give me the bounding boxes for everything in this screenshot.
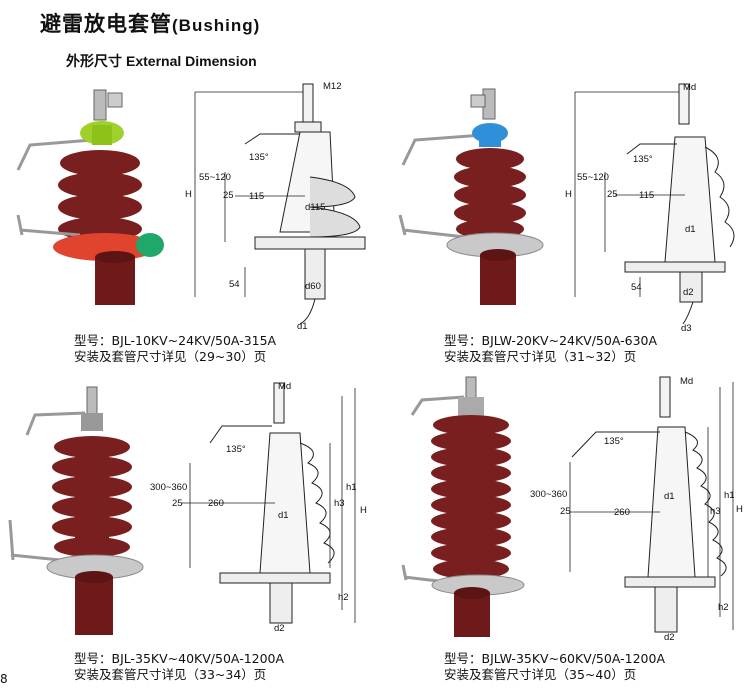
dimension-drawing-4: Md 135° 300~360 25 260 d1 h3 h1 H h2 d2 <box>530 376 743 643</box>
bushing-photo-2 <box>398 88 544 305</box>
svg-text:d2: d2 <box>683 287 694 298</box>
bushing-photo-3 <box>8 386 144 635</box>
svg-text:d60: d60 <box>305 281 321 292</box>
svg-text:300~360: 300~360 <box>530 489 567 500</box>
svg-text:300~360: 300~360 <box>150 482 187 493</box>
svg-text:H: H <box>565 189 572 200</box>
svg-text:H: H <box>736 504 743 515</box>
product-info-4: 型号：BJLW-35KV~60KV/50A-1200A 安装及套管尺寸详见（35… <box>444 651 665 683</box>
model-label: 型号：BJLW-35KV~60KV/50A-1200A <box>444 651 665 666</box>
svg-text:d1: d1 <box>664 491 675 502</box>
svg-text:115: 115 <box>639 190 654 201</box>
svg-text:h2: h2 <box>718 602 729 613</box>
svg-text:h3: h3 <box>710 506 721 517</box>
svg-text:115: 115 <box>249 191 264 202</box>
svg-text:d1: d1 <box>685 224 696 235</box>
svg-text:d115: d115 <box>305 202 325 213</box>
subtitle-en: External Dimension <box>126 53 257 69</box>
product-info-2: 型号：BJLW-20KV~24KV/50A-630A 安装及套管尺寸详见（31~… <box>444 333 657 365</box>
svg-text:25: 25 <box>560 506 571 517</box>
svg-text:h1: h1 <box>346 482 357 493</box>
model-note: 安装及套管尺寸详见（33~34）页 <box>74 667 267 682</box>
title-en: (Bushing) <box>172 16 261 35</box>
model-label: 型号：BJL-10KV~24KV/50A-315A <box>74 333 277 348</box>
dimension-drawing-1: H M12 55~120 135° 25 115 d115 54 d60 d1 <box>185 81 366 332</box>
svg-text:25: 25 <box>223 190 234 201</box>
svg-text:d2: d2 <box>664 632 675 643</box>
svg-text:Md: Md <box>278 381 291 392</box>
svg-text:54: 54 <box>229 279 240 290</box>
model-note: 安装及套管尺寸详见（31~32）页 <box>444 349 637 364</box>
bushing-photo-4 <box>401 376 525 637</box>
model-note: 安装及套管尺寸详见（29~30）页 <box>74 349 267 364</box>
svg-text:d1: d1 <box>297 321 308 332</box>
svg-text:d2: d2 <box>274 623 285 634</box>
page-number: 8 <box>0 672 8 686</box>
svg-text:d3: d3 <box>681 323 692 334</box>
svg-text:H: H <box>360 505 367 516</box>
model-note: 安装及套管尺寸详见（35~40）页 <box>444 667 637 682</box>
dimension-drawing-3: Md 135° 300~360 25 260 d1 h3 h1 H h2 d2 <box>150 381 367 634</box>
svg-text:135°: 135° <box>604 436 624 447</box>
subtitle-cn: 外形尺寸 <box>66 54 122 70</box>
svg-text:135°: 135° <box>249 152 269 163</box>
svg-text:135°: 135° <box>226 444 246 455</box>
svg-text:25: 25 <box>172 498 183 509</box>
product-info-1: 型号：BJL-10KV~24KV/50A-315A 安装及套管尺寸详见（29~3… <box>74 333 276 365</box>
svg-text:260: 260 <box>208 498 224 509</box>
svg-text:54: 54 <box>631 282 642 293</box>
svg-text:h1: h1 <box>724 490 735 501</box>
svg-text:25: 25 <box>607 189 618 200</box>
dimension-drawing-2: H Md 55~120 135° 25 115 d1 54 d2 d3 <box>565 82 735 334</box>
svg-text:h3: h3 <box>334 498 345 509</box>
svg-text:h2: h2 <box>338 592 349 603</box>
svg-text:55~120: 55~120 <box>577 172 609 183</box>
title-cn: 避雷放电套管 <box>40 12 172 36</box>
product-info-3: 型号：BJL-35KV~40KV/50A-1200A 安装及套管尺寸详见（33~… <box>74 651 284 683</box>
page-title: 避雷放电套管(Bushing) <box>40 8 260 38</box>
svg-text:M12: M12 <box>323 81 341 92</box>
svg-text:Md: Md <box>683 82 696 93</box>
model-label: 型号：BJLW-20KV~24KV/50A-630A <box>444 333 658 348</box>
svg-text:Md: Md <box>680 376 693 387</box>
svg-text:d1: d1 <box>278 510 289 521</box>
svg-text:260: 260 <box>614 507 630 518</box>
svg-text:55~120: 55~120 <box>199 172 231 183</box>
bushing-photo-1 <box>16 89 164 305</box>
svg-text:H: H <box>185 189 192 200</box>
model-label: 型号：BJL-35KV~40KV/50A-1200A <box>74 651 285 666</box>
svg-text:135°: 135° <box>633 154 653 165</box>
